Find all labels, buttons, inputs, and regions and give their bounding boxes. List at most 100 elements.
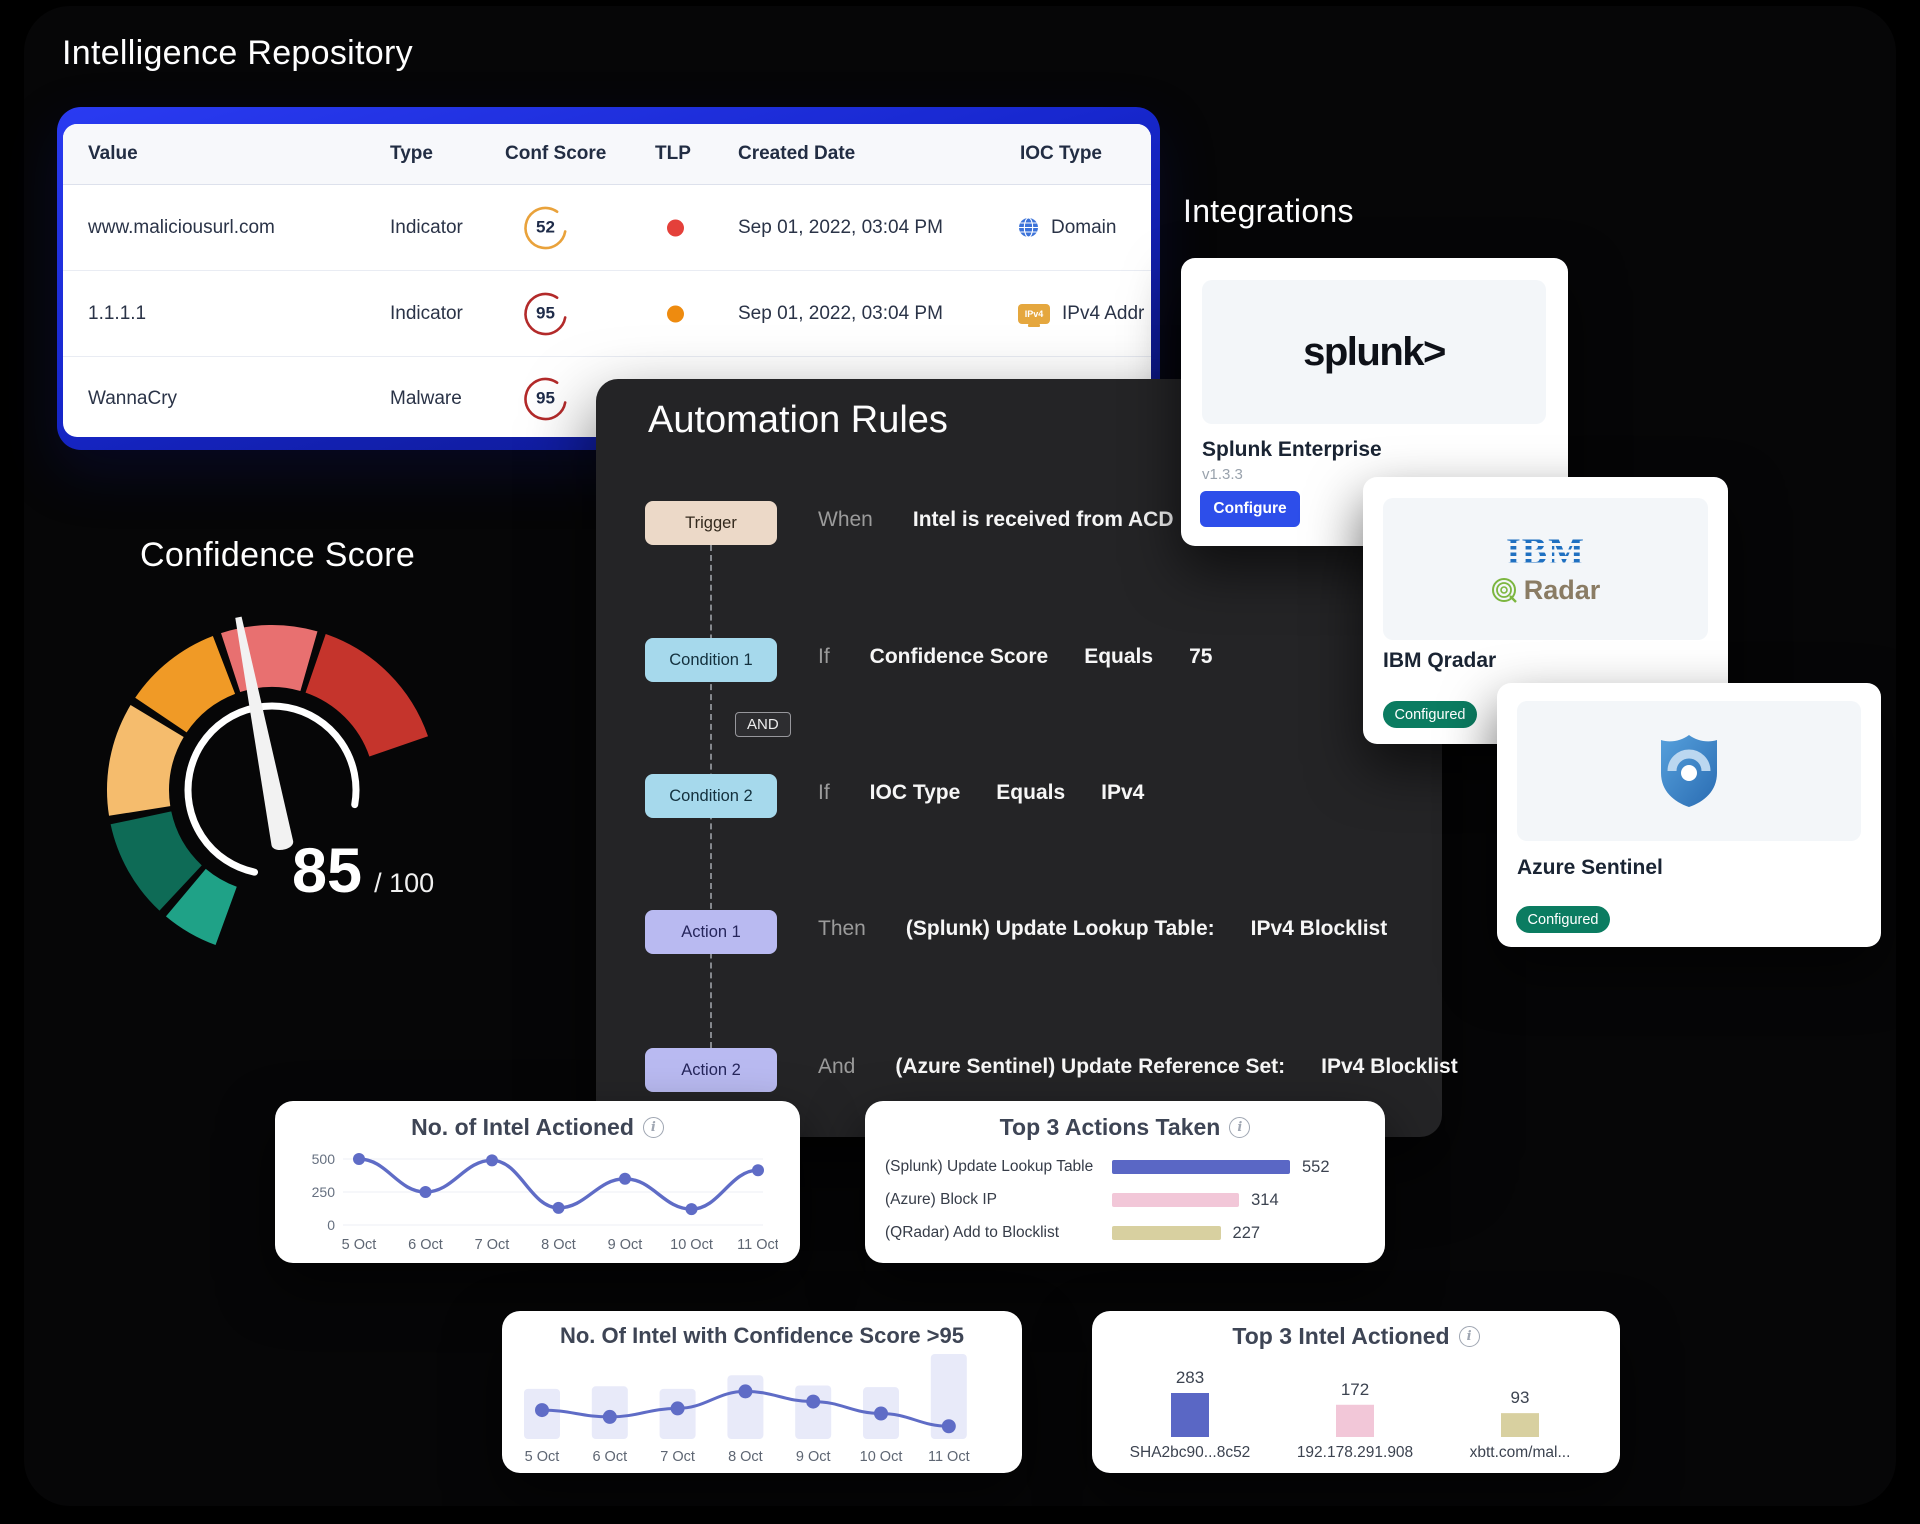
cell-created-date: Sep 01, 2022, 03:04 PM <box>738 216 943 238</box>
svg-text:10 Oct: 10 Oct <box>670 1237 713 1253</box>
conf-score-ring: 95 <box>522 290 569 337</box>
gauge-needle <box>235 616 294 850</box>
cell-type: Indicator <box>390 302 463 324</box>
action-2-rule-row: And (Azure Sentinel) Update Reference Se… <box>818 1055 1458 1078</box>
ipv4-icon: IPv4 <box>1018 303 1050 324</box>
gauge-segment-orange <box>135 635 236 734</box>
azure-logo-box <box>1517 701 1861 841</box>
azure-sentinel-shield-icon <box>1661 735 1717 807</box>
hbar-row: (QRadar) Add to Blocklist 227 <box>885 1223 1261 1242</box>
svg-text:6 Oct: 6 Oct <box>592 1449 627 1465</box>
gauge-segment-teal-dark <box>110 810 203 911</box>
action-1-chip[interactable]: Action 1 <box>645 910 777 954</box>
repository-title: Intelligence Repository <box>62 34 413 72</box>
chart-title-row: Top 3 Intel Actioned i <box>1092 1323 1620 1350</box>
cell-ioc-type: Domain <box>1018 217 1116 239</box>
col-header-tlp: TLP <box>655 143 691 164</box>
configured-badge: Configured <box>1516 906 1610 933</box>
action-1-rule-row: Then (Splunk) Update Lookup Table: IPv4 … <box>818 917 1388 940</box>
cell-value: WannaCry <box>88 387 178 409</box>
condition-2-chip[interactable]: Condition 2 <box>645 774 777 818</box>
col-header-ioc-type: IOC Type <box>1020 143 1102 164</box>
hbar-bar <box>1112 1193 1240 1207</box>
qradar-q-icon <box>1491 577 1517 603</box>
gauge-value: 85 <box>292 836 363 906</box>
integration-name: IBM Qradar <box>1383 649 1497 672</box>
configured-badge: Configured <box>1383 701 1477 728</box>
top-intel-bar-chart: 283SHA2bc90...8c52172192.178.291.90893xb… <box>1130 1368 1571 1461</box>
ibm-qradar-logo-box: IBM Radar <box>1383 498 1708 640</box>
info-icon[interactable]: i <box>1458 1326 1480 1347</box>
table-row[interactable]: WannaCry Malware 95 <box>63 357 1151 437</box>
chart-title-row: No. of Intel Actioned i <box>275 1114 800 1141</box>
svg-text:6 Oct: 6 Oct <box>408 1237 443 1253</box>
integration-name: Azure Sentinel <box>1517 856 1663 879</box>
cell-ioc-type: IPv4 IPv4 Addr <box>1018 303 1144 325</box>
trigger-chip[interactable]: Trigger <box>645 501 777 545</box>
svg-text:0: 0 <box>327 1217 335 1233</box>
gauge-segment-red <box>304 633 429 758</box>
svg-text:192.178.291.908: 192.178.291.908 <box>1297 1444 1413 1461</box>
hbar-row: (Azure) Block IP 314 <box>885 1190 1279 1209</box>
svg-text:9 Oct: 9 Oct <box>608 1237 643 1253</box>
gauge-segment-salmon <box>221 625 318 693</box>
svg-text:5 Oct: 5 Oct <box>342 1237 377 1253</box>
svg-text:11 Oct: 11 Oct <box>928 1449 970 1465</box>
integration-version: v1.3.3 <box>1202 466 1243 483</box>
table-header-row: Value Type Conf Score TLP Created Date I… <box>63 124 1151 185</box>
svg-text:500: 500 <box>312 1151 336 1167</box>
svg-text:11 Oct: 11 Oct <box>737 1237 778 1253</box>
confidence-score-gauge <box>107 616 429 946</box>
automation-rules-card: Automation Rules Trigger When Intel is r… <box>596 379 1458 1137</box>
high-confidence-chart-card: No. Of Intel with Confidence Score >95 5… <box>502 1311 1022 1473</box>
top-actions-chart-card: Top 3 Actions Taken i (Splunk) Update Lo… <box>865 1101 1385 1263</box>
cell-created-date: Sep 01, 2022, 03:04 PM <box>738 302 943 324</box>
confidence-score-title: Confidence Score <box>140 536 416 574</box>
conf-ring-arc <box>524 377 567 420</box>
cell-value: www.maliciousurl.com <box>88 216 275 238</box>
col-header-conf-score: Conf Score <box>505 143 607 164</box>
gauge-inner-arc <box>184 702 360 876</box>
condition-1-chip[interactable]: Condition 1 <box>645 638 777 682</box>
info-icon[interactable]: i <box>1229 1117 1251 1138</box>
conf-score-ring: 95 <box>522 375 569 422</box>
configure-button[interactable]: Configure <box>1200 491 1300 527</box>
automation-rules-title: Automation Rules <box>648 399 948 441</box>
svg-text:8 Oct: 8 Oct <box>541 1237 576 1253</box>
svg-text:SHA2bc90...8c52: SHA2bc90...8c52 <box>1130 1444 1251 1461</box>
cell-type: Indicator <box>390 216 463 238</box>
conf-ring-arc <box>524 292 567 335</box>
action-2-chip[interactable]: Action 2 <box>645 1048 777 1092</box>
col-header-value: Value <box>88 143 138 164</box>
table-row[interactable]: www.maliciousurl.com Indicator 52 Sep 01… <box>63 185 1151 271</box>
svg-text:7 Oct: 7 Oct <box>660 1449 695 1465</box>
qradar-logo: Radar <box>1491 575 1600 606</box>
svg-text:7 Oct: 7 Oct <box>475 1237 510 1253</box>
chart-title-row: No. Of Intel with Confidence Score >95 <box>559 1323 964 1348</box>
info-icon[interactable]: i <box>642 1117 664 1138</box>
hbar-bar <box>1112 1226 1221 1240</box>
svg-text:283: 283 <box>1176 1368 1204 1387</box>
cell-value: 1.1.1.1 <box>88 302 147 324</box>
gauge-segment-teal-light <box>165 868 238 946</box>
col-header-type: Type <box>390 143 433 164</box>
and-operator-badge: AND <box>735 712 791 737</box>
svg-text:93: 93 <box>1511 1388 1530 1407</box>
integration-card-azure-sentinel: Azure Sentinel Configured <box>1497 683 1881 947</box>
splunk-logo: splunk> <box>1303 329 1446 374</box>
globe-icon <box>1019 217 1038 238</box>
tlp-dot-amber <box>667 305 684 322</box>
table-row[interactable]: 1.1.1.1 Indicator 95 Sep 01, 2022, 03:04… <box>63 271 1151 357</box>
gauge-score-readout: 85 / 100 <box>292 840 434 903</box>
svg-text:172: 172 <box>1341 1380 1369 1399</box>
hbar-bar <box>1112 1160 1290 1174</box>
splunk-logo-box: splunk> <box>1202 280 1546 424</box>
svg-text:8 Oct: 8 Oct <box>728 1449 763 1465</box>
svg-text:9 Oct: 9 Oct <box>796 1449 831 1465</box>
condition-2-rule-row: If IOC Type Equals IPv4 <box>818 781 1145 804</box>
